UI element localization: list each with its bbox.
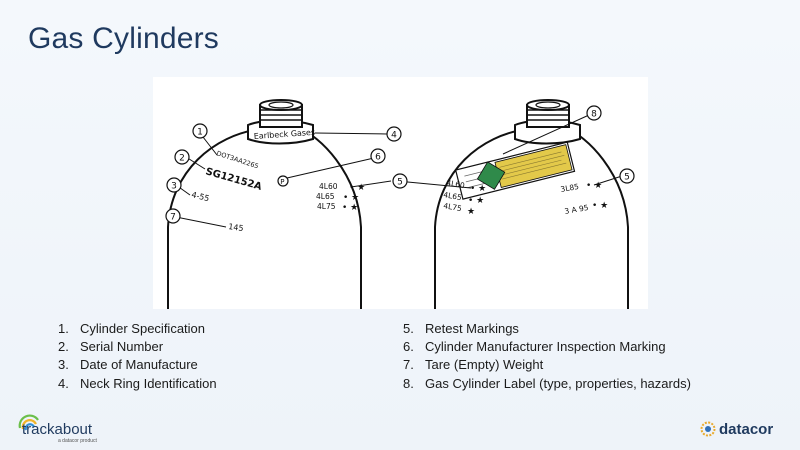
legend-item: 5.Retest Markings bbox=[403, 321, 519, 336]
retest-line: 4L60 bbox=[319, 182, 338, 191]
callout-leaders bbox=[175, 114, 623, 228]
legend-right: 5.Retest Markings 6.Cylinder Manufacture… bbox=[403, 320, 691, 393]
tare-weight-text: 145 bbox=[228, 222, 244, 233]
trackabout-tagline: a datacor product bbox=[58, 438, 98, 444]
datacor-wordmark: datacor bbox=[719, 421, 773, 438]
datacor-mark-icon bbox=[700, 421, 716, 437]
legend-item: 6.Cylinder Manufacturer Inspection Marki… bbox=[403, 339, 666, 355]
legend-item: 3.Date of Manufacture bbox=[58, 357, 198, 373]
retest-line: 4L65 bbox=[316, 192, 335, 201]
star-icon: • ★ bbox=[468, 196, 484, 206]
svg-text:6: 6 bbox=[375, 153, 381, 163]
callout-7: 7 bbox=[165, 208, 181, 224]
legend-left: 1.Cylinder Specification 2.Serial Number… bbox=[58, 320, 217, 393]
star-icon: • ★ bbox=[343, 193, 359, 203]
trackabout-arc-icon bbox=[18, 414, 39, 431]
retest-line: 4L60 bbox=[446, 178, 466, 190]
callout-6: 6 bbox=[370, 148, 386, 164]
star-icon: • ★ bbox=[349, 183, 365, 193]
callout-2: 2 bbox=[174, 149, 190, 165]
right-cylinder bbox=[434, 99, 629, 309]
svg-text:2: 2 bbox=[179, 154, 185, 164]
legend-item: 4.Neck Ring Identification bbox=[58, 375, 217, 391]
callout-3: 3 bbox=[166, 177, 182, 193]
retest-line: 4L65 bbox=[443, 190, 463, 202]
retest-line: 4L75 bbox=[317, 202, 336, 211]
trackabout-logo: trackabout a datacor product bbox=[14, 410, 124, 444]
legend-item: 8.Gas Cylinder Label (type, properties, … bbox=[403, 375, 691, 391]
star-icon: • ★ bbox=[470, 184, 486, 194]
retest-line: 3 A 95 bbox=[564, 203, 590, 216]
date-of-manufacture-text: 4-55 bbox=[191, 190, 211, 203]
svg-text:4: 4 bbox=[391, 131, 397, 141]
retest-line: 4L75 bbox=[443, 201, 463, 213]
retest-line: 3L85 bbox=[560, 182, 580, 194]
left-cylinder bbox=[167, 99, 362, 309]
legend-item: 7.Tare (Empty) Weight bbox=[403, 357, 544, 373]
hazard-diamond-icon bbox=[476, 161, 506, 190]
gas-cylinder-label bbox=[454, 141, 576, 200]
trackabout-wordmark: trackabout bbox=[22, 421, 93, 438]
svg-text:7: 7 bbox=[170, 213, 176, 223]
gas-cylinder-diagram: Earlbeck Gases DOT3AA2265 SG12152A 4-55 … bbox=[153, 77, 648, 309]
inspection-mark: P bbox=[277, 175, 289, 187]
legend-item: 2.Serial Number bbox=[58, 339, 164, 355]
svg-text:8: 8 bbox=[591, 110, 597, 120]
star-icon: • ★ bbox=[342, 203, 358, 213]
serial-number-text: SG12152A bbox=[204, 166, 263, 193]
callout-5: 5 bbox=[619, 168, 635, 184]
callout-1: 1 bbox=[192, 123, 208, 139]
legend-item: 1.Cylinder Specification bbox=[58, 321, 206, 336]
svg-text:5: 5 bbox=[624, 173, 630, 183]
svg-text:3: 3 bbox=[171, 182, 177, 192]
neck-ring-text: Earlbeck Gases bbox=[254, 128, 316, 141]
star-icon: ★ bbox=[467, 207, 475, 217]
cylinder-spec-text: DOT3AA2265 bbox=[215, 149, 259, 170]
callout-4: 4 bbox=[386, 126, 402, 142]
star-icon: • ★ bbox=[592, 201, 608, 211]
svg-text:P: P bbox=[280, 178, 284, 186]
page-title: Gas Cylinders bbox=[28, 22, 219, 55]
callout-5: 5 bbox=[392, 173, 408, 189]
svg-text:5: 5 bbox=[397, 178, 403, 188]
datacor-logo: datacor bbox=[698, 418, 794, 440]
callout-8: 8 bbox=[586, 105, 602, 121]
star-icon: • ★ bbox=[586, 181, 602, 191]
svg-text:1: 1 bbox=[197, 128, 203, 138]
